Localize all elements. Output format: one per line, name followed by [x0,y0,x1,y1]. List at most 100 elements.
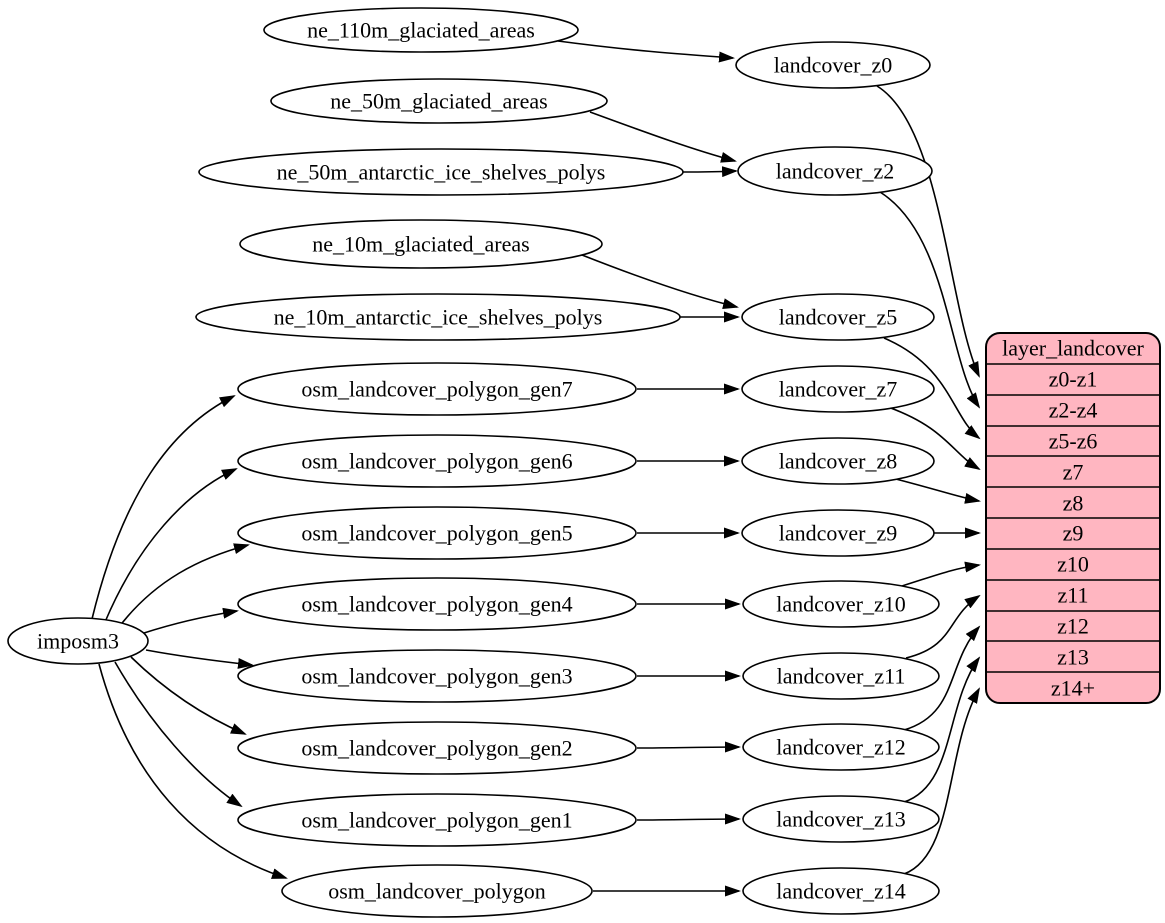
edge-imposm3-osm_landcover_polygon [98,663,288,879]
landcover_z10-ellipse [742,580,940,628]
node-landcover_z11: landcover_z11 [742,652,940,700]
osm_landcover_polygon_gen4-ellipse [237,577,637,631]
landcover_z13-label: landcover_z13 [776,807,906,832]
node-landcover_z10: landcover_z10 [742,580,940,628]
ne_10m_antarctic_ice_shelves_polys-ellipse [195,293,681,341]
osm_landcover_polygon_gen5-label: osm_landcover_polygon_gen5 [301,521,572,546]
landcover_z13-ellipse [742,795,940,843]
node-osm_landcover_polygon_gen3: osm_landcover_polygon_gen3 [237,649,637,703]
node-landcover_z12: landcover_z12 [742,723,940,771]
edge-landcover_z5-row-z5-z6 [883,337,981,440]
landcover_z8-ellipse [741,437,935,485]
edge-ne_50m_antarctic_ice_shelves_polys-landcover_z2 [682,166,738,178]
landcover_z10-label: landcover_z10 [776,592,906,617]
osm_landcover_polygon_gen1-ellipse [237,793,637,847]
landcover_z12-ellipse [742,723,940,771]
osm_landcover_polygon_gen7-label: osm_landcover_polygon_gen7 [301,377,572,402]
edge-layer [91,40,981,897]
landcover_z7-ellipse [741,365,935,413]
landcover_z14-ellipse [742,867,940,915]
landcover_z12-label: landcover_z12 [776,735,906,760]
node-landcover_z9: landcover_z9 [741,509,935,557]
landcover_z5-ellipse [741,293,935,341]
node-osm_landcover_polygon_gen7: osm_landcover_polygon_gen7 [237,362,637,416]
edge-landcover_z2-row-z2-z4 [879,191,981,409]
edge-landcover_z8-row-z8 [891,477,981,504]
table-row-z11: z11 [1058,583,1089,608]
node-landcover_z14: landcover_z14 [742,867,940,915]
edge-landcover_z14-row-z14plus [903,687,980,875]
edge-imposm3-osm_landcover_polygon_gen4 [143,607,239,634]
edge-imposm3-osm_landcover_polygon_gen3 [145,649,254,669]
table-row-z2-z4: z2-z4 [1049,398,1098,423]
osm_landcover_polygon_gen5-ellipse [237,506,637,560]
node-landcover_z7: landcover_z7 [741,365,935,413]
osm_landcover_polygon_gen4-label: osm_landcover_polygon_gen4 [301,592,572,617]
node-landcover_z2: landcover_z2 [737,146,933,196]
landcover_z2-label: landcover_z2 [776,159,895,184]
table-row-z9: z9 [1063,521,1084,546]
osm_landcover_polygon_gen2-ellipse [237,721,637,775]
node-landcover_z5: landcover_z5 [741,293,935,341]
ne_10m_glaciated_areas-label: ne_10m_glaciated_areas [312,232,529,257]
node-landcover_z0: landcover_z0 [735,41,931,89]
edge-landcover_z10-row-z10 [901,561,981,587]
ne_50m_antarctic_ice_shelves_polys-label: ne_50m_antarctic_ice_shelves_polys [277,160,606,185]
landcover_z9-ellipse [741,509,935,557]
ne_10m_antarctic_ice_shelves_polys-label: ne_10m_antarctic_ice_shelves_polys [274,305,603,330]
landcover_z8-label: landcover_z8 [779,449,898,474]
edge-landcover_z7-row-z7 [887,406,981,471]
table-title: layer_landcover [1002,336,1144,361]
edge-landcover_z11-row-z11 [905,594,981,659]
ne_50m_antarctic_ice_shelves_polys-ellipse [198,148,684,196]
edge-ne_10m_glaciated_areas-landcover_z5 [581,254,739,310]
table-row-z7: z7 [1063,460,1084,485]
node-imposm3: imposm3 [7,617,149,665]
node-osm_landcover_polygon_gen2: osm_landcover_polygon_gen2 [237,721,637,775]
table-row-z12: z12 [1057,614,1089,639]
node-osm_landcover_polygon_gen6: osm_landcover_polygon_gen6 [237,434,637,488]
landcover_z9-label: landcover_z9 [779,521,898,546]
edge-ne_110m_glaciated_areas-landcover_z0 [557,40,735,63]
imposm3-ellipse [7,617,149,665]
table-row-z14plus: z14+ [1051,676,1095,701]
edge-imposm3-osm_landcover_polygon_gen1 [114,661,243,808]
table-row-z0-z1: z0-z1 [1049,367,1098,392]
edge-imposm3-osm_landcover_polygon_gen5 [118,543,250,628]
osm_landcover_polygon_gen6-ellipse [237,434,637,488]
edge-landcover_z12-row-z12 [903,625,981,731]
table-layer_landcover: layer_landcover z0-z1 z2-z4 z5-z6 z7 z8 … [985,332,1161,704]
landcover_z11-label: landcover_z11 [777,664,906,689]
node-layer: imposm3 ne_110m_glaciated_areas ne_50m_g… [7,7,940,918]
osm_landcover_polygon_gen3-ellipse [237,649,637,703]
edge-osm_landcover_polygon_gen2-landcover_z12 [636,741,741,753]
osm_landcover_polygon_gen3-label: osm_landcover_polygon_gen3 [301,664,572,689]
node-ne_10m_glaciated_areas: ne_10m_glaciated_areas [239,219,603,269]
node-osm_landcover_polygon_gen5: osm_landcover_polygon_gen5 [237,506,637,560]
ne_110m_glaciated_areas-ellipse [263,7,579,53]
table-row-z13: z13 [1057,645,1089,670]
edge-imposm3-osm_landcover_polygon_gen2 [130,656,247,735]
node-ne_110m_glaciated_areas: ne_110m_glaciated_areas [263,7,579,53]
ne_10m_glaciated_areas-ellipse [239,219,603,269]
landcover_z0-label: landcover_z0 [774,53,893,78]
node-osm_landcover_polygon: osm_landcover_polygon [281,864,593,918]
osm_landcover_polygon_gen1-label: osm_landcover_polygon_gen1 [301,808,572,833]
landcover_z5-label: landcover_z5 [779,305,898,330]
table-row-z5-z6: z5-z6 [1049,429,1098,454]
landcover_z11-ellipse [742,652,940,700]
osm_landcover_polygon-ellipse [281,864,593,918]
node-ne_10m_antarctic_ice_shelves_polys: ne_10m_antarctic_ice_shelves_polys [195,293,681,341]
ne_50m_glaciated_areas-label: ne_50m_glaciated_areas [330,89,547,114]
node-osm_landcover_polygon_gen1: osm_landcover_polygon_gen1 [237,793,637,847]
edge-ne_50m_glaciated_areas-landcover_z2 [589,111,737,163]
landcover_z14-label: landcover_z14 [776,879,906,904]
ne_50m_glaciated_areas-ellipse [270,78,608,124]
edge-imposm3-osm_landcover_polygon_gen6 [104,468,238,623]
edge-landcover_z13-row-z13 [903,656,981,803]
landcover_z0-ellipse [735,41,931,89]
edge-osm_landcover_polygon_gen1-landcover_z13 [636,813,741,825]
node-ne_50m_glaciated_areas: ne_50m_glaciated_areas [270,78,608,124]
